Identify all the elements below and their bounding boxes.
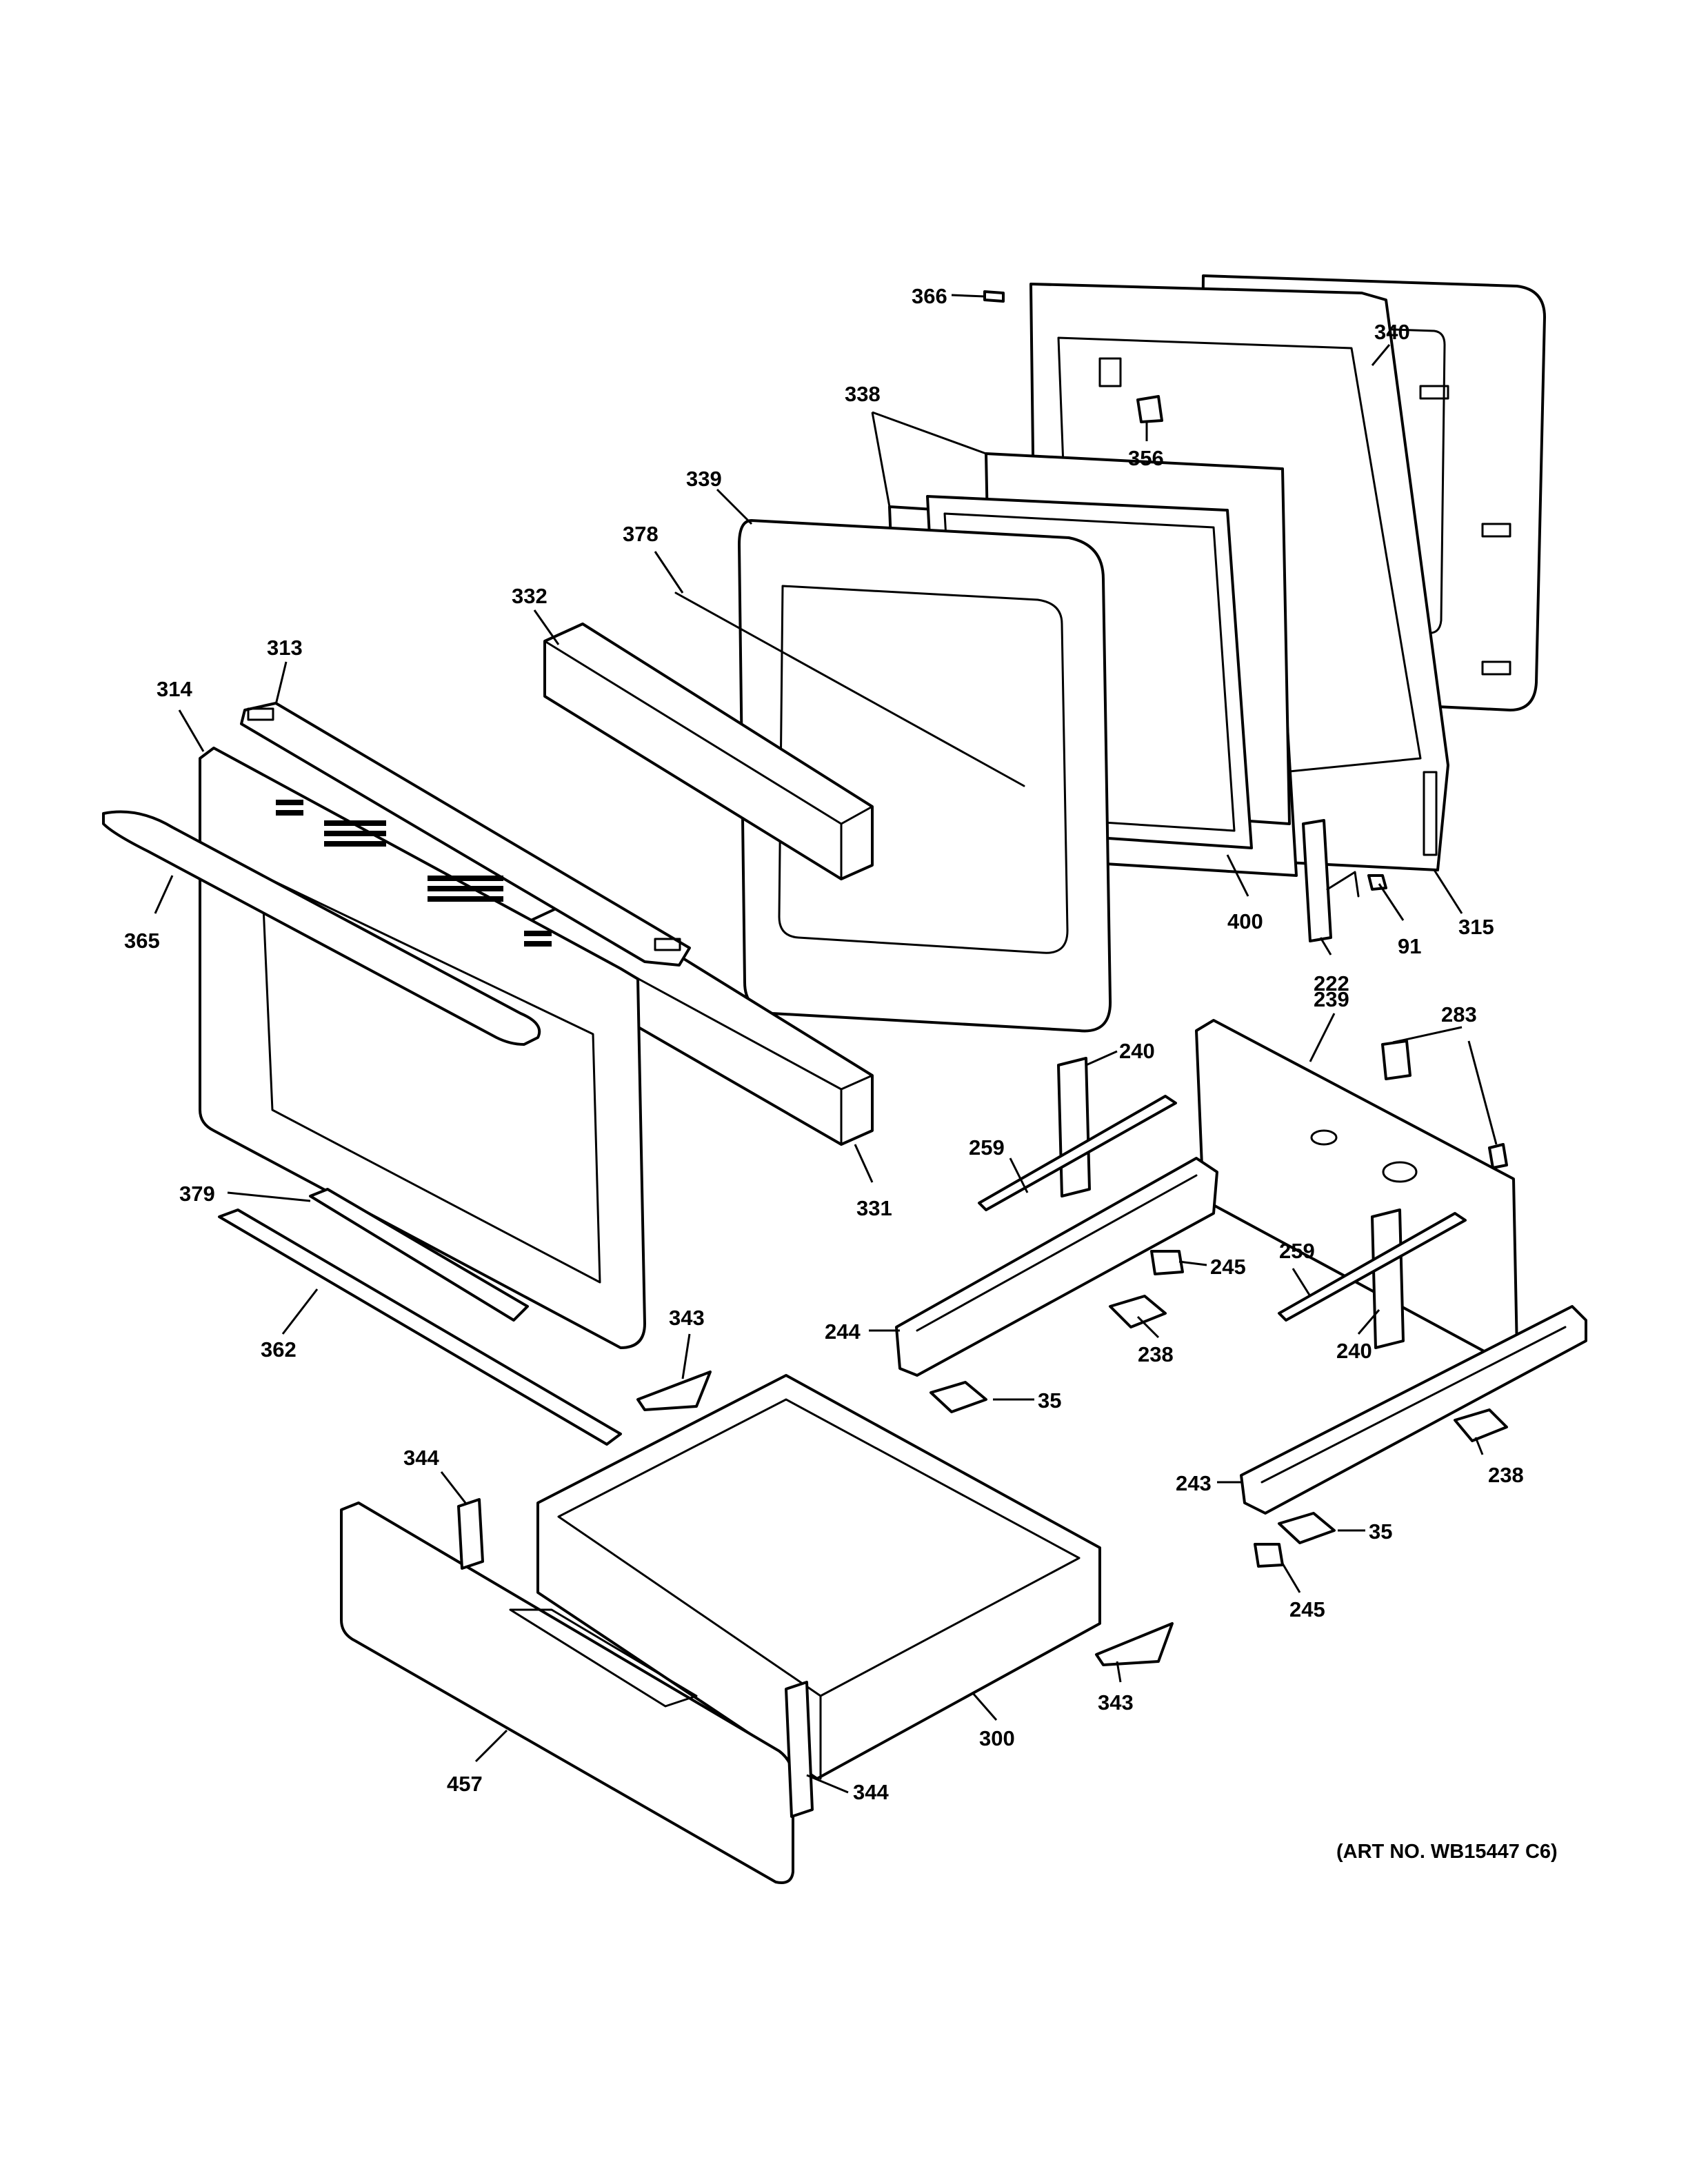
callout-245-b: 245 [1289, 1597, 1325, 1621]
rail-259-b [1278, 1212, 1467, 1322]
callout-366: 366 [912, 284, 947, 308]
drawer-bracket-344-b [785, 1681, 814, 1818]
screw-366 [983, 290, 1005, 303]
callout-457: 457 [447, 1772, 483, 1796]
drawer-glide-343-a [636, 1371, 712, 1411]
drawer-front-457 [340, 1502, 794, 1884]
callout-240-a: 240 [1119, 1039, 1155, 1063]
leveling-leg-245-a [1150, 1250, 1184, 1275]
callout-259-b: 259 [1279, 1239, 1315, 1263]
callout-362: 362 [261, 1337, 297, 1362]
callout-259-a: 259 [969, 1135, 1005, 1160]
callout-331: 331 [856, 1196, 892, 1220]
cap-35-b [1278, 1512, 1336, 1544]
callout-238-a: 238 [1138, 1342, 1174, 1366]
callout-313: 313 [267, 636, 303, 660]
cap-35-a [930, 1381, 987, 1413]
side-rail-243 [1240, 1305, 1587, 1515]
callout-283: 283 [1441, 1002, 1477, 1027]
callout-340: 340 [1374, 320, 1410, 344]
clip-356 [1136, 395, 1163, 423]
callout-35-b: 35 [1369, 1519, 1392, 1544]
door-hinge-222 [1302, 819, 1360, 942]
callout-238-b: 238 [1488, 1463, 1524, 1487]
outer-door-panel-314 [199, 747, 646, 1349]
rail-259-a [978, 1095, 1177, 1211]
callout-243: 243 [1176, 1471, 1212, 1495]
door-handle-365 [102, 810, 541, 1046]
screw-91 [1367, 874, 1387, 891]
callout-35-a: 35 [1038, 1388, 1061, 1413]
callout-314: 314 [157, 677, 192, 701]
support-240-b [1371, 1209, 1405, 1349]
callout-339: 339 [686, 467, 722, 491]
callout-91: 91 [1398, 934, 1421, 958]
callout-245-a: 245 [1210, 1255, 1246, 1279]
callout-379: 379 [179, 1182, 215, 1206]
callout-labels: 366 340 356 338 339 378 332 313 314 365 … [124, 284, 1524, 1804]
callout-344-b: 344 [853, 1780, 889, 1804]
callout-344-a: 344 [403, 1446, 439, 1470]
callout-239: 239 [1314, 987, 1349, 1011]
callout-240-b: 240 [1336, 1339, 1372, 1363]
callout-332: 332 [512, 584, 547, 608]
art-number: (ART NO. WB15447 C6) [1336, 1841, 1558, 1863]
drawer-bracket-344-a [457, 1498, 484, 1570]
bracket-283 [1381, 1040, 1411, 1080]
bracket-283-b [1488, 1143, 1508, 1169]
callout-343-b: 343 [1098, 1690, 1134, 1715]
drawer-glide-343-b [1095, 1622, 1174, 1666]
door-bottom-trim-379 [309, 1188, 529, 1322]
callout-365: 365 [124, 929, 160, 953]
leveling-leg-245-b [1254, 1543, 1284, 1568]
callout-356: 356 [1128, 446, 1164, 470]
leg-base-238-a [1109, 1295, 1167, 1328]
leg-base-238-b [1454, 1408, 1508, 1442]
drawer-body-300 [536, 1374, 1101, 1780]
callout-343-a: 343 [669, 1306, 705, 1330]
support-240-a [1057, 1057, 1091, 1197]
callout-222: 222 [1314, 971, 1349, 995]
callout-315: 315 [1458, 915, 1494, 939]
callout-378: 378 [623, 522, 659, 546]
insulation-332 [543, 623, 874, 880]
back-panel-239 [1195, 1019, 1518, 1363]
callout-300: 300 [979, 1726, 1015, 1750]
leader-lines [154, 294, 1498, 1794]
callout-338: 338 [845, 382, 881, 406]
door-inner-panel-339 [738, 519, 1112, 1033]
rod-378 [674, 592, 1025, 787]
door-bottom-trim-362 [218, 1209, 622, 1446]
callout-244: 244 [825, 1320, 861, 1344]
callout-400: 400 [1227, 909, 1263, 933]
side-rail-244 [895, 1157, 1218, 1377]
